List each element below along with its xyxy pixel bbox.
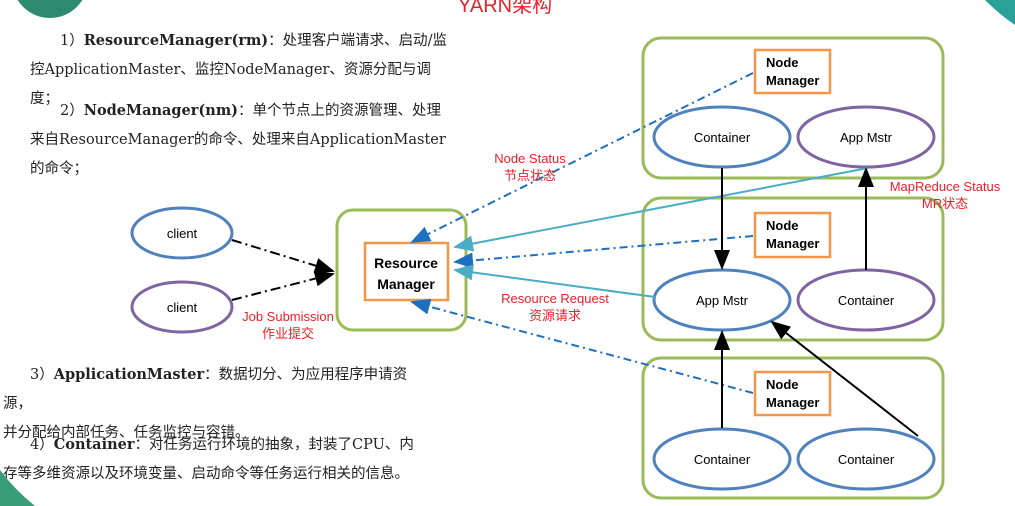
- node2-container: Container: [796, 268, 936, 332]
- node-manager-2: Node Manager: [753, 211, 832, 259]
- para-term: NodeManager(nm): [83, 102, 239, 119]
- para-text: 存等多维资源以及环境变量、启动命令等任务运行相关的信息。: [3, 466, 409, 482]
- node-box-2: [641, 196, 945, 342]
- arrow-nm3-status: [410, 298, 754, 394]
- rm-label: Manager: [377, 276, 435, 292]
- arrow-client1-rm: [231, 239, 335, 274]
- para-num: 3）: [30, 367, 54, 383]
- node3-container-left: Container: [652, 427, 792, 491]
- paragraph-nodemanager: 2）NodeManager(nm)：单个节点上的资源管理、处理 来自Resour…: [30, 96, 450, 184]
- resource-manager: Resource Manager: [363, 241, 450, 302]
- label-mapreduce-status: MapReduce Status: [890, 179, 1001, 194]
- para-text: ：处理客户端请求、启动/监: [268, 33, 448, 49]
- client-1: client: [130, 206, 234, 260]
- slide-title: YARN架构: [458, 0, 553, 17]
- label-resource-request-cn: 资源请求: [529, 308, 581, 323]
- ellipse-label: App Mstr: [696, 293, 749, 308]
- label-resource-request: Resource Request: [501, 291, 609, 306]
- node3-container-right: Container: [796, 427, 936, 491]
- para-term: ApplicationMaster: [53, 366, 205, 383]
- node-box-1: [641, 36, 945, 180]
- para-text: ：数据切分、为应用程序申请资源，: [3, 367, 408, 412]
- label-node-status: Node Status: [494, 151, 566, 166]
- para-term: ResourceManager(rm): [83, 32, 269, 49]
- label-mr-status-cn: MR状态: [922, 196, 968, 211]
- nm-label: Node: [766, 377, 799, 392]
- ellipse-label: Container: [694, 130, 751, 145]
- decor-circle: [17, 0, 83, 18]
- decor-corner: [0, 470, 35, 506]
- paragraph-resourcemanager: 1）ResourceManager(rm)：处理客户端请求、启动/监 控Appl…: [30, 26, 450, 114]
- nm-label: Manager: [766, 73, 819, 88]
- arrow-resource-request: [453, 264, 656, 298]
- para-text: ：单个节点上的资源管理、处理: [238, 103, 442, 119]
- ellipse-label: App Mstr: [840, 130, 893, 145]
- para-text: 来自ResourceManager的命令、处理来自ApplicationMast…: [30, 132, 446, 148]
- node1-container: Container: [652, 105, 792, 169]
- paragraph-applicationmaster: 3）ApplicationMaster：数据切分、为应用程序申请资源， 并分配给…: [3, 360, 423, 448]
- node-manager-1: Node Manager: [753, 48, 832, 95]
- ellipse-label: Container: [838, 452, 895, 467]
- para-num: 4）: [30, 437, 54, 453]
- ellipse-label: Container: [694, 452, 751, 467]
- nm-label: Node: [766, 55, 799, 70]
- arrow-nm2-status: [453, 235, 754, 269]
- arrow-client2-rm: [231, 270, 335, 301]
- decor-corner: [985, 0, 1015, 25]
- para-text: 控ApplicationMaster、监控NodeManager、资源分配与调度…: [30, 62, 431, 107]
- nm-label: Manager: [766, 395, 819, 410]
- nm-label: Node: [766, 218, 799, 233]
- node-manager-3: Node Manager: [753, 370, 832, 417]
- arrow-container4-appmstr: [770, 320, 919, 437]
- para-num: 1）: [60, 33, 84, 49]
- para-term: Container: [53, 436, 135, 453]
- nm-label: Manager: [766, 236, 819, 251]
- para-text: 并分配给内部任务、任务监控与容错。: [3, 425, 250, 441]
- label-job-submission-cn: 作业提交: [262, 326, 314, 341]
- arrow-appmstr1-rm: [453, 167, 869, 252]
- para-text: 的命令；: [30, 161, 88, 177]
- diagram-labels: Node Status 节点状态 MapReduce Status MR状态 R…: [242, 151, 1001, 341]
- rm-label: Resource: [374, 255, 438, 271]
- para-text: ：对任务运行环境的抽象，封装了CPU、内: [134, 437, 414, 453]
- label-node-status-cn: 节点状态: [504, 168, 556, 183]
- node-box-3: [641, 356, 945, 500]
- client-label: client: [167, 226, 198, 241]
- label-job-submission: Job Submission: [242, 309, 334, 324]
- ellipse-label: Container: [838, 293, 895, 308]
- client-2: client: [130, 280, 234, 334]
- client-label: client: [167, 300, 198, 315]
- node1-app-master: App Mstr: [796, 105, 936, 169]
- paragraph-container: 4）Container：对任务运行环境的抽象，封装了CPU、内 存等多维资源以及…: [3, 430, 453, 489]
- para-num: 2）: [60, 103, 84, 119]
- node2-app-master: App Mstr: [652, 268, 792, 332]
